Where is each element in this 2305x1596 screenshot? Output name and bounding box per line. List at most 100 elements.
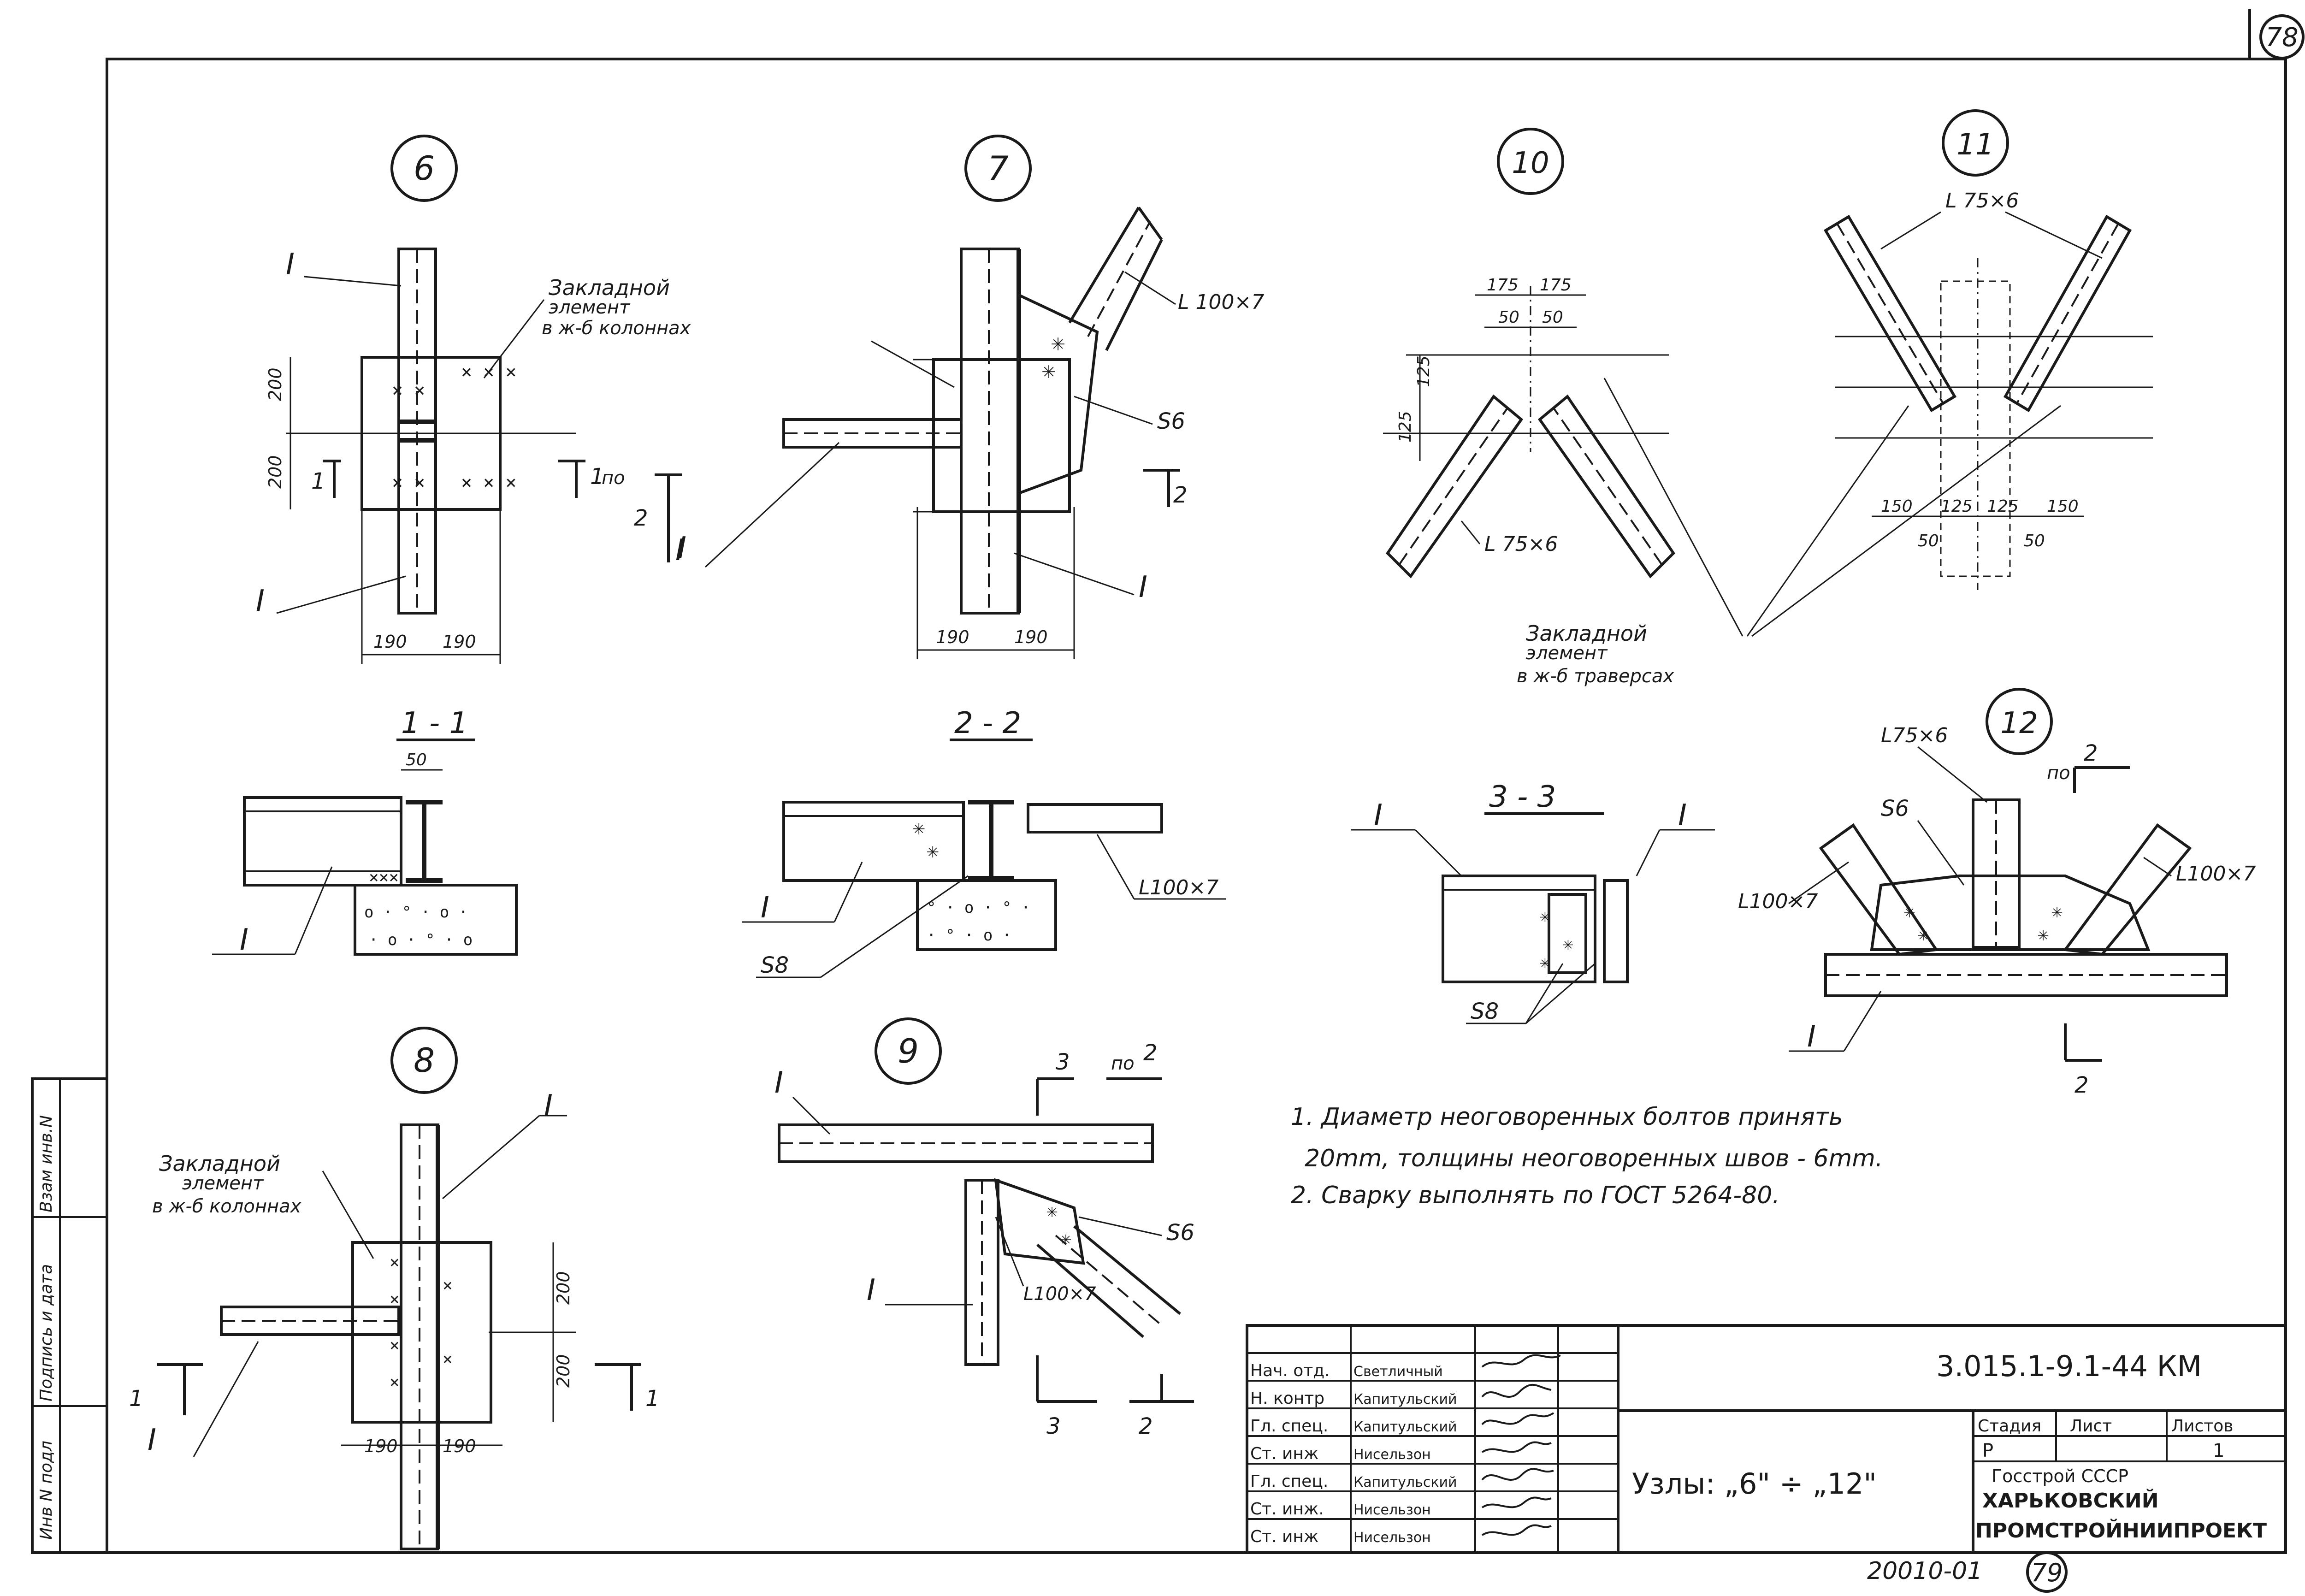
- node-12-section-num: 2: [2084, 740, 2098, 766]
- node-11-dim-150a: 150: [1881, 497, 1913, 516]
- node-6-beam-mark-top: I: [286, 248, 295, 282]
- node-8-section-mark: I: [148, 1423, 156, 1457]
- sheet-frame: [106, 58, 2287, 1554]
- node-7-dim-190b: 190: [1014, 627, 1048, 647]
- svg-text:✳: ✳: [1042, 357, 1056, 384]
- inventory-code: 20010-01: [1867, 1557, 1982, 1585]
- node-12-profile-right: L100×7: [2176, 862, 2256, 886]
- node-7-column-mark: I: [1139, 570, 1147, 604]
- node-9-section-num: 2: [1143, 1040, 1158, 1066]
- tb-stage-label: Стадия: [1978, 1417, 2041, 1436]
- node-10-number: 10: [1512, 146, 1549, 180]
- node-6-beam-mark-bottom: I: [256, 584, 265, 618]
- node-8-embedded-label-3: в ж-б колоннах: [152, 1196, 301, 1217]
- node-12: 12 L75×6 S6 ✳ ✳ ✳ ✳ L100×7 L100×7 по 2 I…: [1738, 688, 2256, 1098]
- svg-text:× ×: × ×: [392, 380, 425, 401]
- tb-signature-1: [1481, 1354, 1561, 1368]
- node-6-section-left: 1: [311, 468, 325, 494]
- node-8-dim-190a: 190: [364, 1436, 398, 1456]
- svg-text:✳: ✳: [2051, 901, 2063, 922]
- node-10-dim-50a: 50: [1498, 308, 1519, 327]
- svg-text:×: ×: [390, 1290, 400, 1309]
- tb-name-5: Капитульский: [1353, 1474, 1457, 1490]
- node-8-embedded-label-1: Закладной: [159, 1151, 280, 1176]
- svg-text:· o · ° · o: · o · ° · o: [369, 931, 473, 949]
- sheet-number-top: 78: [2265, 23, 2298, 53]
- tb-role-5: Гл. спец.: [1250, 1472, 1328, 1491]
- node-7-number: 7: [987, 149, 1009, 188]
- svg-text:✳: ✳: [1563, 934, 1573, 954]
- traverse-label-3: в ж-б траверсах: [1517, 666, 1674, 687]
- node-9-section-3-bottom: 3: [1046, 1413, 1061, 1439]
- svg-text:✳: ✳: [1540, 906, 1550, 926]
- node-8-beam-mark: I: [544, 1089, 553, 1123]
- tb-name-2: Капитульский: [1353, 1391, 1457, 1407]
- node-9-column-mark: I: [867, 1273, 875, 1307]
- section-2-2-title: 2 - 2: [954, 706, 1021, 740]
- svg-text:✳: ✳: [1540, 952, 1550, 972]
- tb-sheets: 1: [2213, 1440, 2224, 1461]
- node-9-section-2-bottom: 2: [1139, 1413, 1153, 1439]
- node-6-dim-190a: 190: [373, 632, 407, 652]
- traverse-label-2: элемент: [1526, 643, 1608, 664]
- section-1-1-title: 1 - 1: [401, 706, 468, 740]
- tb-role-2: Н. контр: [1250, 1389, 1324, 1408]
- node-11-dim-50a: 50: [1918, 532, 1939, 550]
- node-9-beam-mark: I: [774, 1066, 783, 1100]
- tb-name-3: Капитульский: [1353, 1419, 1457, 1435]
- tb-org-2: ХАРЬКОВСКИЙ: [1982, 1488, 2159, 1513]
- section-2-2-beam-mark: I: [761, 891, 769, 925]
- tb-role-3: Гл. спец.: [1250, 1417, 1328, 1436]
- node-11-dim-125a: 125: [1941, 497, 1973, 516]
- node-12-profile-left: L100×7: [1738, 890, 1818, 913]
- section-3-3-mark-right: I: [1678, 798, 1687, 833]
- node-7-section-ref: 2: [1173, 482, 1188, 508]
- node-9: 9 ✳ ✳ I I S6 L100×7 3 по 2 3 2: [774, 1017, 1194, 1439]
- section-1-1-beam-mark: I: [240, 923, 248, 957]
- sheet-number-circle-bottom: [2026, 1551, 2068, 1593]
- svg-text:×: ×: [390, 1253, 400, 1272]
- node-12-profile-top: L75×6: [1881, 724, 1948, 747]
- node-9-section-by: по: [1111, 1053, 1135, 1074]
- node-7-profile: L 100×7: [1178, 290, 1264, 314]
- node-7-dim-190a: 190: [936, 627, 969, 647]
- node-6-dim-200b: 200: [265, 455, 285, 489]
- node-12-beam-mark: I: [1807, 1020, 1816, 1054]
- side-stamp: Взам инв.N Подпись и дата Инв N подл: [31, 1077, 108, 1554]
- node-11-marker: [1942, 109, 2009, 177]
- sheet-number-circle-top: [2259, 14, 2305, 59]
- node-6-section-by: по: [602, 467, 625, 489]
- section-2-2: 2 - 2 ✳ ✳ ° · o · ° · · ° · o · L100×7 I…: [742, 706, 1226, 978]
- note-3: 2. Сварку выполнять по ГОСТ 5264-80.: [1291, 1182, 1780, 1209]
- node-8-dim-200b: 200: [553, 1354, 573, 1388]
- side-stamp-field-3: Взам инв.N: [37, 1115, 56, 1212]
- node-8-section-left: 1: [129, 1386, 143, 1412]
- svg-text:✳: ✳: [913, 816, 925, 839]
- tb-signature-5: [1481, 1468, 1554, 1481]
- node-12-section-by: по: [2047, 763, 2070, 784]
- node-7-plate: S6: [1157, 408, 1185, 434]
- node-10-dim-125a: 125: [1414, 355, 1433, 387]
- section-2-2-profile: L100×7: [1139, 876, 1218, 899]
- svg-text:×: ×: [390, 1336, 400, 1355]
- node-12-plate: S6: [1881, 796, 1909, 822]
- node-11-dim-50b: 50: [2024, 532, 2045, 550]
- section-2-2-plate: S8: [761, 952, 789, 978]
- svg-text:✳: ✳: [1918, 924, 1929, 945]
- node-8-dim-190b: 190: [443, 1436, 476, 1456]
- node-10-dim-175b: 175: [1540, 276, 1572, 295]
- svg-text:✳: ✳: [2038, 924, 2049, 945]
- tb-sheet-title: Узлы: „6" ÷ „12": [1632, 1467, 1877, 1501]
- node-9-number: 9: [898, 1032, 919, 1070]
- tb-name-7: Нисельзон: [1353, 1530, 1431, 1546]
- node-6: 6 × × × × × × × × × × 200 200 190 190 I …: [256, 135, 691, 664]
- svg-text:×: ×: [443, 1350, 453, 1369]
- node-6-dim-190b: 190: [443, 632, 476, 652]
- node-8-embedded-label-2: элемент: [182, 1173, 264, 1194]
- side-stamp-field-1: Инв N подл: [37, 1441, 56, 1540]
- node-9-marker: [875, 1017, 942, 1085]
- note-1: 1. Диаметр неоговоренных болтов принять: [1291, 1103, 1843, 1131]
- section-3-3-mark-left: I: [1374, 798, 1383, 833]
- node-9-profile: L100×7: [1023, 1283, 1096, 1305]
